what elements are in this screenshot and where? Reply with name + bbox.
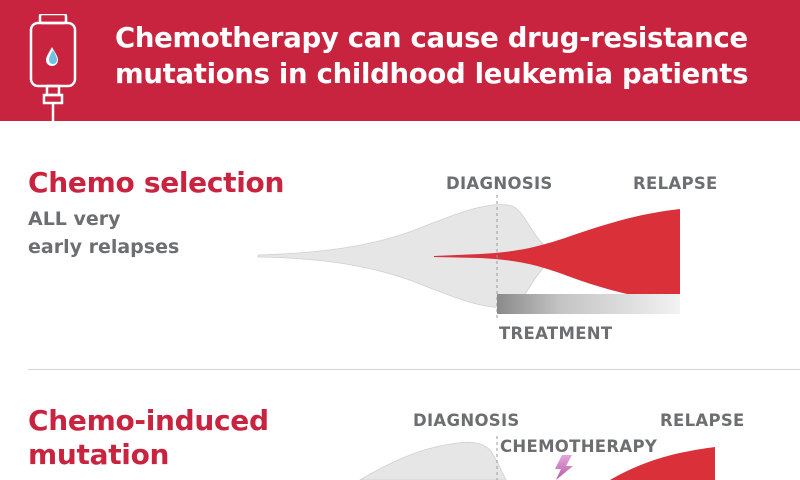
section1-subtitle: ALL very early relapses	[28, 205, 179, 261]
section1-subtitle-line-1: ALL very	[28, 208, 121, 230]
section1-label-treatment: TREATMENT	[499, 324, 613, 343]
section2-diagnosis-clone-shape	[359, 441, 507, 480]
section1-title: Chemo selection	[28, 166, 285, 199]
title-line-2: mutations in childhood leukemia patients	[115, 58, 749, 90]
lightning-icon	[555, 455, 573, 480]
iv-bag-icon	[29, 14, 77, 122]
page-title: Chemotherapy can cause drug-resistance m…	[115, 20, 785, 92]
section2-label-chemotherapy: CHEMOTHERAPY	[500, 437, 658, 456]
section2-label-diagnosis: DIAGNOSIS	[413, 411, 520, 430]
section1-subtitle-line-2: early relapses	[28, 236, 180, 258]
title-line-1: Chemotherapy can cause drug-resistance	[115, 22, 748, 54]
section1-label-diagnosis: DIAGNOSIS	[446, 174, 553, 193]
section2-title: Chemo-induced mutation	[28, 404, 269, 472]
section1-label-relapse: RELAPSE	[633, 174, 718, 193]
section2-relapse-clone-shape	[610, 447, 715, 480]
section1-relapse-clone-shape	[434, 209, 680, 303]
section2-label-relapse: RELAPSE	[660, 411, 745, 430]
section2-title-line-1: Chemo-induced	[28, 404, 269, 437]
header-banner: Chemotherapy can cause drug-resistance m…	[0, 0, 800, 122]
section1-treatment-bar	[497, 294, 680, 314]
section-divider	[28, 369, 800, 370]
section2-title-line-2: mutation	[28, 438, 170, 471]
